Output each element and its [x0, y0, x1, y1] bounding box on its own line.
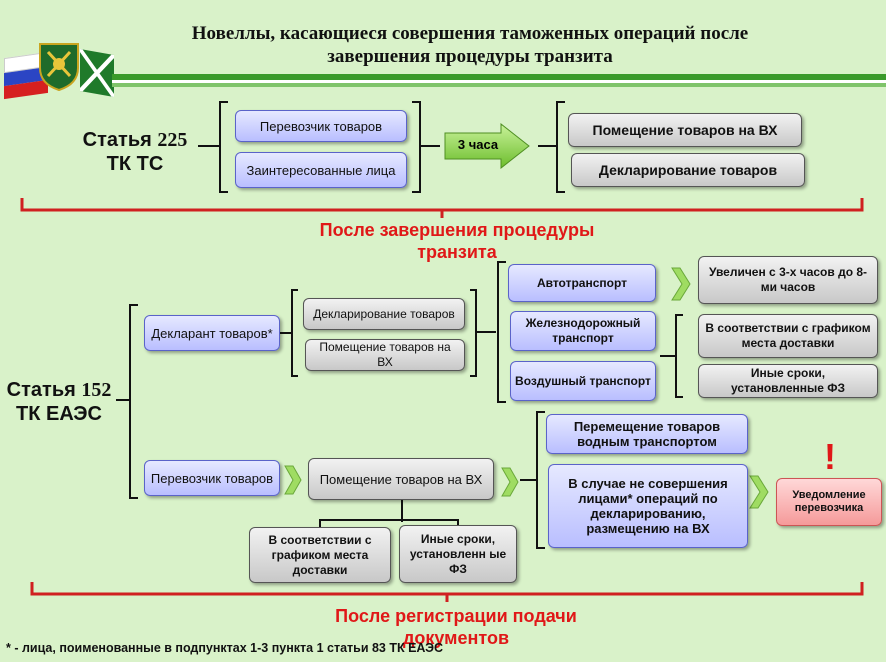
auto-result-label: Увеличен с 3-х часов до 8-ми часов — [708, 265, 868, 294]
rail-transport-label: Железнодорожный транспорт — [525, 316, 641, 345]
article-225-label: Статья 225 ТК ТС — [60, 128, 210, 176]
caption-after-transit: После завершения процедуры транзита — [282, 219, 632, 263]
warehouse-box-225-label: Помещение товаров на ВХ — [592, 121, 778, 138]
failure-label: В случае не совершения лицами* операций … — [568, 476, 728, 536]
auto-result-box[interactable]: Увеличен с 3-х часов до 8-ми часов — [698, 256, 878, 304]
carrier-warehouse-label: Помещение товаров на ВХ — [319, 471, 483, 487]
article-225-prefix: Статья — [82, 129, 152, 151]
article-152-prefix: Статья — [6, 379, 76, 401]
carrier-other-terms-label: Иные сроки, установленн ые ФЗ — [409, 531, 507, 576]
carrier-warehouse-box[interactable]: Помещение товаров на ВХ — [308, 458, 494, 500]
customs-emblem-icon — [36, 38, 82, 92]
carrier-other-terms-box[interactable]: Иные сроки, установленн ые ФЗ — [399, 525, 517, 583]
three-hours-arrow[interactable]: 3 часа — [443, 122, 531, 170]
air-transport-label: Воздушный транспорт — [515, 373, 651, 388]
warehouse-box-225[interactable]: Помещение товаров на ВХ — [568, 113, 802, 147]
air-transport-box[interactable]: Воздушный транспорт — [510, 361, 656, 401]
three-hours-label: 3 часа — [457, 137, 499, 152]
carrier-box-225-label: Перевозчик товаров — [259, 118, 383, 134]
header-stripe-green — [112, 74, 886, 80]
other-terms-result-label: Иные сроки, установленные ФЗ — [730, 366, 846, 395]
article-152-label: Статья 152 ТК ЕАЭС — [0, 378, 118, 426]
auto-transport-label: Автотранспорт — [536, 275, 628, 290]
carrier-notice-box[interactable]: Уведомление перевозчика — [776, 478, 882, 526]
exclamation-mark: ! — [824, 436, 836, 477]
carrier-schedule-label: В соответствии с графиком места доставки — [268, 532, 372, 577]
other-terms-result-box[interactable]: Иные сроки, установленные ФЗ — [698, 364, 878, 398]
warehouse-box-152-label: Помещение товаров на ВХ — [319, 340, 451, 369]
caption-after-transit-text: После завершения процедуры транзита — [319, 220, 595, 262]
article-225-number: 225 — [157, 129, 188, 151]
customs-flag-icon — [78, 48, 116, 98]
article-225-code: ТК ТС — [106, 153, 164, 175]
title-line-2: завершения процедуры транзита — [327, 46, 613, 67]
page-title: Новеллы, касающиеся совершения таможенны… — [120, 22, 820, 68]
caption-after-registration: После регистрации подачи документов — [286, 605, 626, 649]
caption-after-registration-text: После регистрации подачи документов — [335, 606, 577, 648]
declarant-box[interactable]: Декларант товаров* — [144, 315, 280, 351]
header-stripe-lightgreen — [112, 83, 886, 87]
interested-persons-label: Заинтересованные лица — [246, 162, 396, 178]
footnote: * - лица, поименованные в подпунктах 1-3… — [6, 641, 886, 655]
declaration-box-225[interactable]: Декларирование товаров — [571, 153, 805, 187]
header-stripe-white — [112, 80, 886, 83]
carrier-box-152-label: Перевозчик товаров — [150, 470, 274, 486]
declaration-box-152[interactable]: Декларирование товаров — [303, 298, 465, 330]
failure-box[interactable]: В случае не совершения лицами* операций … — [548, 464, 748, 548]
carrier-box-225[interactable]: Перевозчик товаров — [235, 110, 407, 142]
carrier-box-152[interactable]: Перевозчик товаров — [144, 460, 280, 496]
title-line-1: Новеллы, касающиеся совершения таможенны… — [191, 23, 749, 44]
carrier-notice-label: Уведомление перевозчика — [792, 489, 866, 514]
footnote-text: * - лица, поименованные в подпунктах 1-3… — [6, 641, 444, 655]
schedule-result-box[interactable]: В соответствии с графиком места доставки — [698, 314, 878, 358]
article-152-number: 152 — [81, 379, 112, 401]
article-152-code: ТК ЕАЭС — [16, 403, 102, 425]
schedule-result-label: В соответствии с графиком места доставки — [705, 321, 871, 350]
rail-transport-box[interactable]: Железнодорожный транспорт — [510, 311, 656, 351]
declarant-label: Декларант товаров* — [151, 325, 273, 341]
water-transport-label: Перемещение товаров водным транспортом — [573, 419, 721, 449]
declaration-box-225-label: Декларирование товаров — [598, 161, 778, 178]
carrier-schedule-box[interactable]: В соответствии с графиком места доставки — [249, 527, 391, 583]
water-transport-box[interactable]: Перемещение товаров водным транспортом — [546, 414, 748, 454]
green-arrow-icon — [444, 122, 530, 170]
interested-persons-box[interactable]: Заинтересованные лица — [235, 152, 407, 188]
auto-transport-box[interactable]: Автотранспорт — [508, 264, 656, 302]
exclamation-icon: ! — [820, 437, 840, 477]
warehouse-box-152[interactable]: Помещение товаров на ВХ — [305, 339, 465, 371]
declaration-box-152-label: Декларирование товаров — [313, 306, 455, 321]
